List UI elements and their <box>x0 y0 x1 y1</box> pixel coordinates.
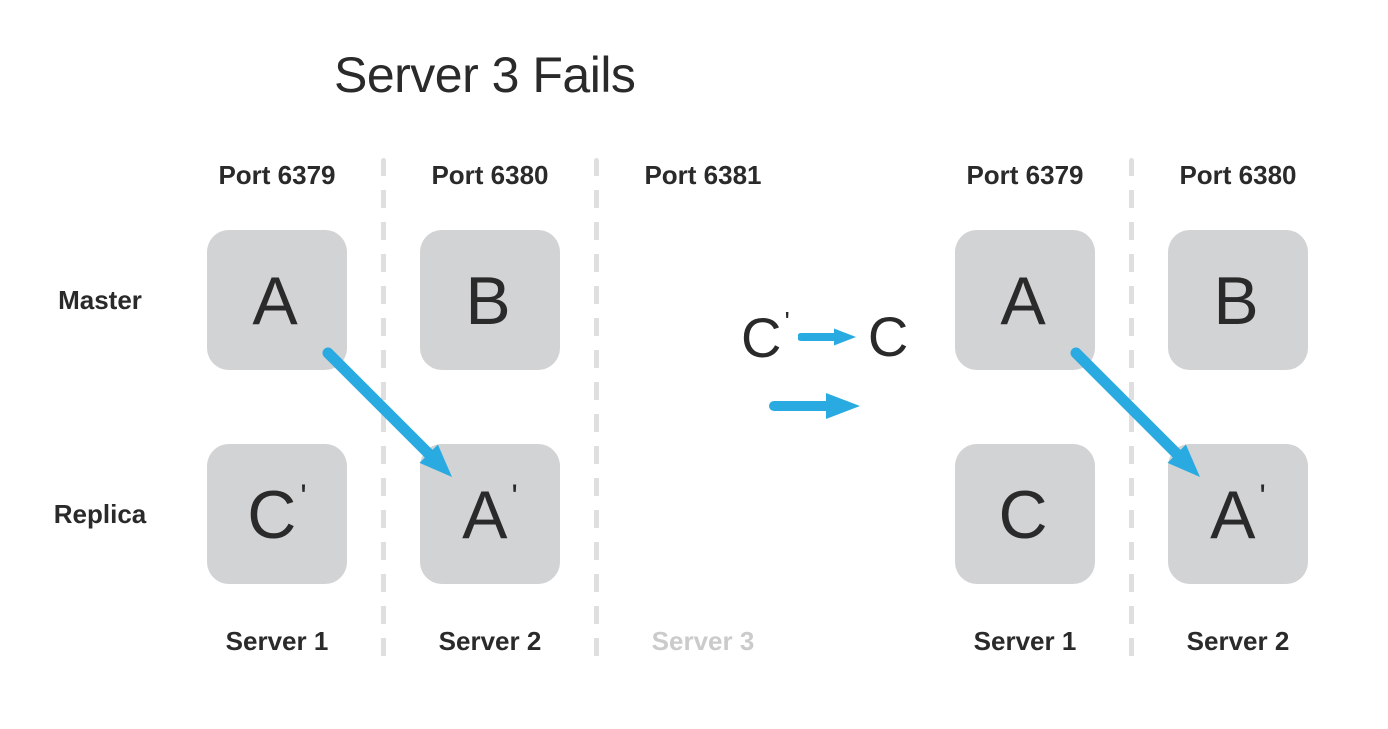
master-row-label: Master <box>58 284 142 315</box>
column-divider <box>594 158 599 658</box>
shard-letter: C <box>998 476 1048 553</box>
replication-arrow-icon <box>1070 347 1200 477</box>
prime-mark: ' <box>300 477 307 516</box>
port-label: Port 6380 <box>1179 160 1297 190</box>
promotion-caption: C' C <box>741 306 908 368</box>
prime-mark: ' <box>511 477 518 516</box>
prime-mark: ' <box>1259 477 1266 516</box>
replica-box-c: C <box>955 444 1095 584</box>
diagram-title: Server 3 Fails <box>334 47 636 103</box>
promotion-arrow-icon <box>797 328 856 346</box>
port-label: Port 6380 <box>431 160 549 190</box>
server-label: Server 2 <box>1186 626 1290 656</box>
master-box-b: B <box>1168 230 1308 370</box>
shard-letter: A' <box>462 476 518 553</box>
port-label: Port 6379 <box>966 160 1084 190</box>
prime-mark: ' <box>784 306 790 337</box>
server-label: Server 1 <box>973 626 1077 656</box>
server-label: Server 2 <box>438 626 542 656</box>
port-label: Port 6379 <box>218 160 336 190</box>
shard-letter: C' <box>247 476 307 553</box>
master-box-a: A <box>955 230 1095 370</box>
shard-letter: B <box>465 262 511 339</box>
master-box-a: A <box>207 230 347 370</box>
shard-letter: A <box>252 262 298 339</box>
server-label: Server 1 <box>225 626 329 656</box>
port-label: Port 6381 <box>644 160 762 190</box>
from-letter: C' <box>741 306 790 369</box>
shard-letter: B <box>1213 262 1259 339</box>
replica-row-label: Replica <box>53 498 147 529</box>
shard-letter: A' <box>1210 476 1266 553</box>
to-letter: C <box>867 305 909 368</box>
replication-arrow-icon <box>322 347 452 477</box>
shard-letter: A <box>1000 262 1046 339</box>
replica-box-a-prime: A' <box>420 444 560 584</box>
before-after-arrow-icon <box>769 393 860 419</box>
replica-box-c-prime: C' <box>207 444 347 584</box>
master-box-b: B <box>420 230 560 370</box>
failed-server-label: Server 3 <box>651 626 755 656</box>
